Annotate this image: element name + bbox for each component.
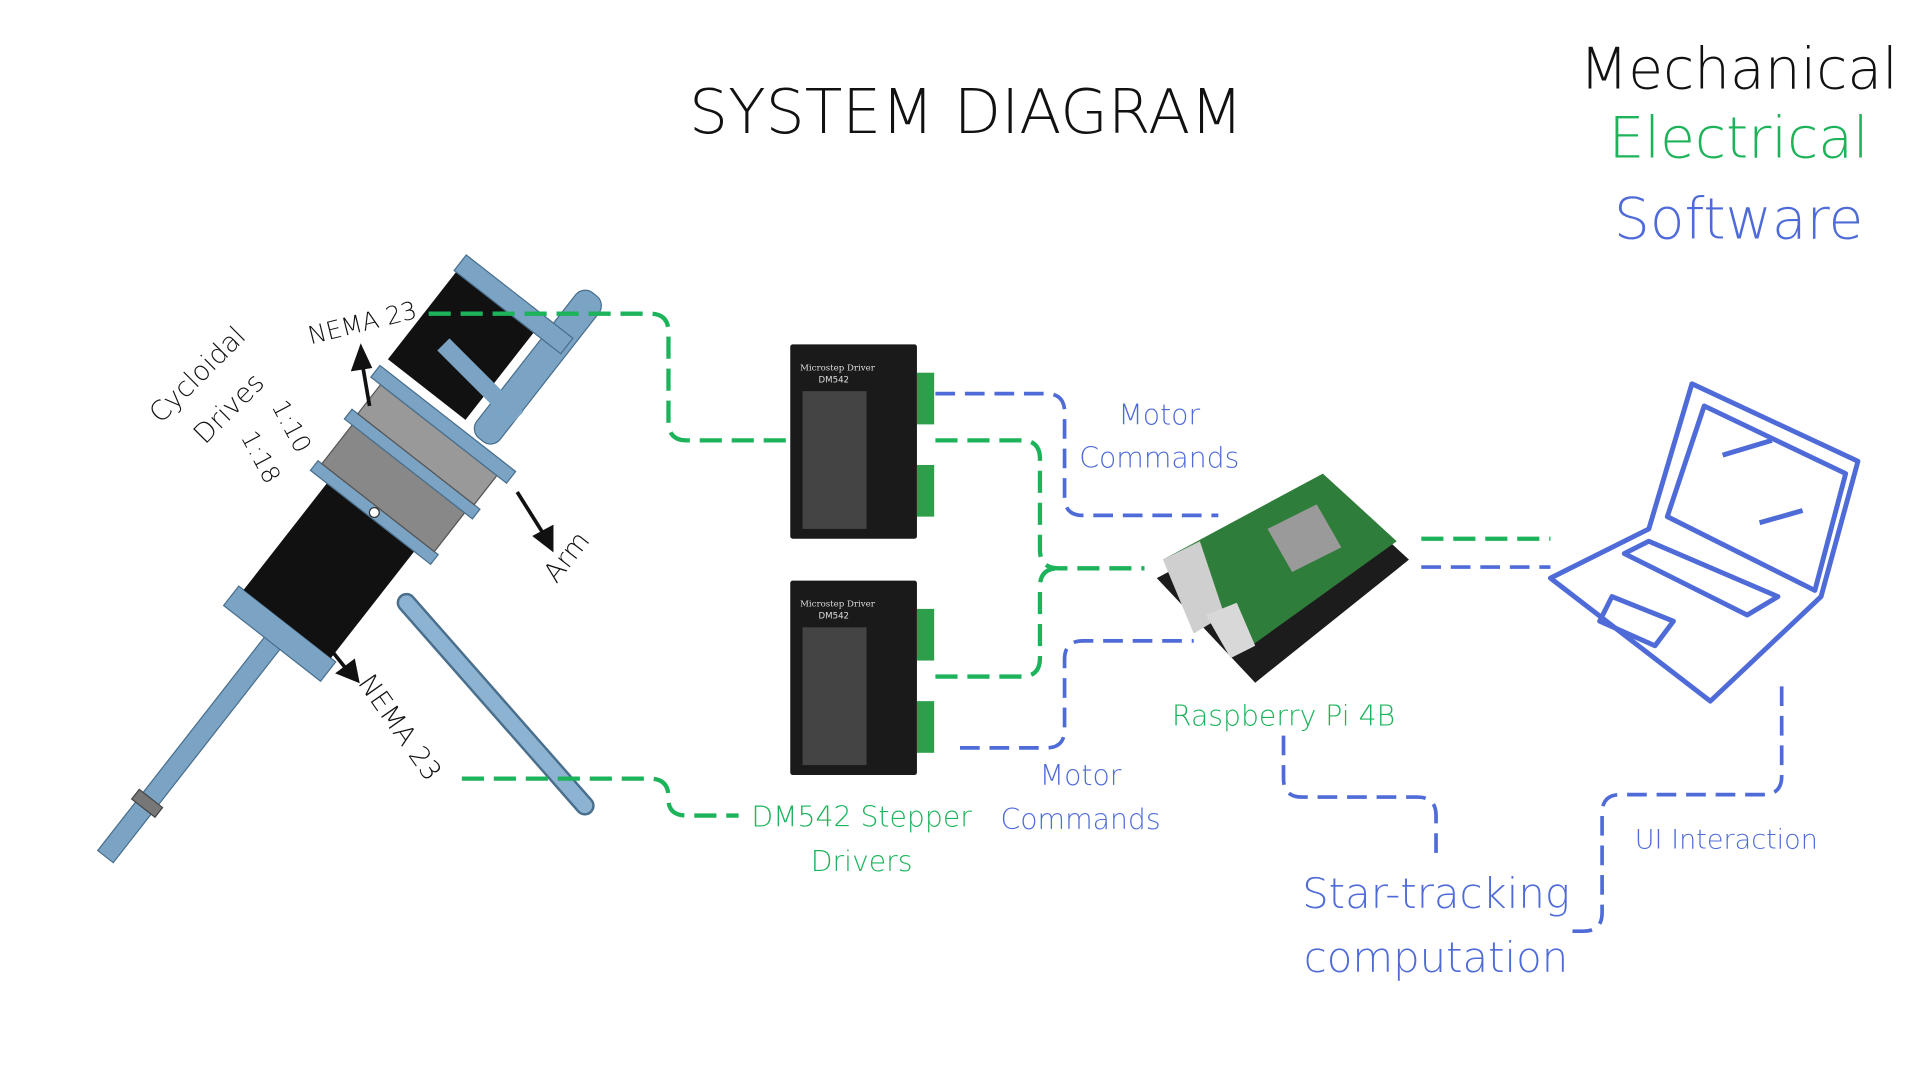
label-nema-bottom: NEMA 23 xyxy=(352,669,447,787)
wire-motor-top-to-driver xyxy=(428,311,788,443)
star-tracking-line1: Star-tracking xyxy=(1302,869,1570,918)
laptop-icon xyxy=(1547,381,1861,704)
motor-commands-top-line2: Commands xyxy=(1079,441,1239,474)
driver-2-model: DM542 xyxy=(819,612,850,622)
star-tracking-line2: computation xyxy=(1304,933,1568,982)
page-title: SYSTEM DIAGRAM xyxy=(689,76,1243,148)
driver-1-title: Microstep Driver xyxy=(800,363,876,373)
drivers-label-line2: Drivers xyxy=(811,845,913,878)
wire-motor-bottom-to-driver xyxy=(461,776,739,818)
link-motor-commands-2 xyxy=(960,639,1194,750)
link-motor-commands-1 xyxy=(935,391,1219,518)
wire-driver2-to-pi xyxy=(935,566,1059,679)
stepper-driver-1: Microstep Driver DM542 xyxy=(790,344,935,539)
legend-mechanical: Mechanical xyxy=(1579,37,1897,103)
driver-1-model: DM542 xyxy=(819,376,850,386)
legend-electrical: Electrical xyxy=(1609,105,1869,171)
driver-2-title: Microstep Driver xyxy=(800,599,876,609)
link-laptop-ui xyxy=(1562,686,1784,934)
label-ratio-1-18: 1:18 xyxy=(235,426,287,488)
ui-interaction-label: UI Interaction xyxy=(1635,825,1818,856)
motor-commands-top-line1: Motor xyxy=(1118,398,1200,431)
drivers-label-line1: DM542 Stepper xyxy=(751,801,972,834)
motor-commands-bottom-line1: Motor xyxy=(1040,759,1122,792)
stepper-driver-2: Microstep Driver DM542 xyxy=(790,580,935,775)
legend: Mechanical Electrical Software xyxy=(1579,37,1897,253)
legend-software: Software xyxy=(1614,187,1863,253)
raspberry-pi-label: Raspberry Pi 4B xyxy=(1172,700,1395,733)
motor-commands-bottom-line2: Commands xyxy=(1000,803,1160,836)
star-tracker-mechanism: NEMA 23 Cycloidal Drives 1:10 1:18 Arm N… xyxy=(96,254,602,864)
raspberry-pi-board xyxy=(1156,473,1409,683)
link-pi-to-star-tracking xyxy=(1281,735,1438,862)
